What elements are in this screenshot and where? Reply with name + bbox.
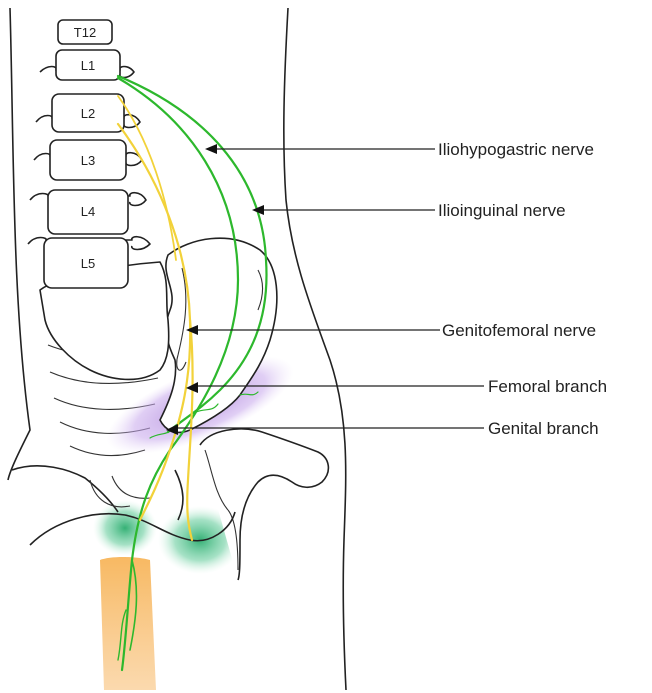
vertebra-label-t12: T12 bbox=[74, 25, 96, 40]
label-iliohypogastric-nerve: Iliohypogastric nerve bbox=[438, 140, 594, 159]
label-genitofemoral-nerve: Genitofemoral nerve bbox=[442, 321, 596, 340]
label-femoral-branch: Femoral branch bbox=[488, 377, 607, 396]
genital-branch-area-left bbox=[93, 500, 157, 556]
torso-outline-left bbox=[8, 8, 30, 480]
vertebra-label-l4: L4 bbox=[81, 204, 95, 219]
body-outline bbox=[284, 8, 346, 690]
thigh-sensory-area bbox=[100, 557, 156, 690]
label-ilioinguinal-nerve: Ilioinguinal nerve bbox=[438, 201, 566, 220]
vertebra-label-l1: L1 bbox=[81, 58, 95, 73]
vertebra-label-l2: L2 bbox=[81, 106, 95, 121]
label-genital-branch: Genital branch bbox=[488, 419, 599, 438]
vertebra-label-l5: L5 bbox=[81, 256, 95, 271]
vertebra-label-l3: L3 bbox=[81, 153, 95, 168]
